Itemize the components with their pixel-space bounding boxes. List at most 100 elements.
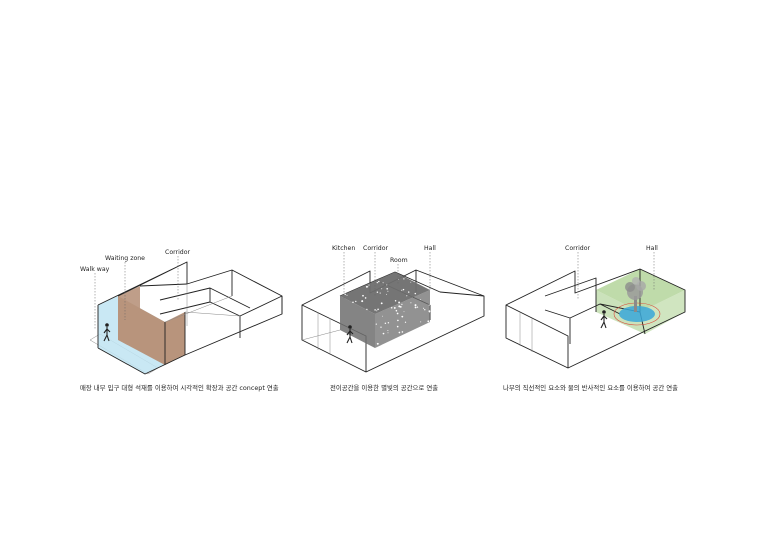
caption: 전이공간을 이용한 별빛의 공간으로 연출 <box>330 383 438 392</box>
star-dot <box>410 281 412 283</box>
star-dot <box>402 288 405 291</box>
star-dot <box>352 301 354 304</box>
star-dot <box>378 280 380 283</box>
star-dot <box>393 306 396 309</box>
star-dot <box>424 309 426 311</box>
caption: 나무의 직선적인 요소와 물의 반사적인 요소를 이용하여 공간 연출 <box>503 383 678 392</box>
inner-lines <box>519 312 533 352</box>
starlight-dots <box>344 278 431 345</box>
label-corridor: Corridor <box>363 245 389 252</box>
starlight-volume-front <box>340 296 375 348</box>
star-dot <box>344 293 346 296</box>
star-dot <box>387 330 389 331</box>
label-corridor: Corridor <box>165 249 191 256</box>
stone-wall-front <box>118 286 140 322</box>
person-icon <box>103 323 111 342</box>
star-dot <box>376 291 379 293</box>
star-dot <box>386 284 388 286</box>
star-dot <box>376 281 378 284</box>
star-dot <box>398 331 401 334</box>
star-dot <box>398 278 400 280</box>
building-outline <box>505 268 686 369</box>
star-dot <box>384 322 387 325</box>
star-dot <box>420 299 422 301</box>
star-dot <box>382 282 384 284</box>
star-dot <box>396 325 399 328</box>
person-icon <box>600 310 608 329</box>
garden-side <box>640 290 685 334</box>
star-dot <box>374 309 376 311</box>
star-dot <box>428 304 430 306</box>
star-dot <box>379 292 381 294</box>
star-dot <box>394 300 397 302</box>
star-dot <box>355 300 357 303</box>
star-dot <box>380 326 382 328</box>
star-dot <box>387 290 389 292</box>
label-waiting-zone: Waiting zone <box>105 255 145 262</box>
star-dot <box>423 307 425 309</box>
star-dot <box>387 332 389 334</box>
star-dot <box>395 309 398 312</box>
star-dot <box>375 323 377 325</box>
inner-lines <box>301 312 341 355</box>
star-dot <box>401 289 403 291</box>
star-dot <box>416 306 419 308</box>
label-hall: Hall <box>424 245 436 252</box>
star-dot <box>376 342 379 345</box>
star-dot <box>346 294 348 296</box>
star-dot <box>380 302 383 305</box>
star-dot <box>365 285 368 288</box>
star-dot <box>377 308 379 311</box>
starlight-volume-top <box>340 272 430 314</box>
star-dot <box>361 300 364 303</box>
star-dot <box>399 306 402 308</box>
corridor-walls <box>544 269 646 344</box>
star-dot <box>420 321 422 323</box>
star-dot <box>398 301 401 304</box>
star-dot <box>410 302 412 304</box>
label-room: Room <box>390 257 408 264</box>
star-dot <box>398 305 401 308</box>
star-dot <box>366 308 368 311</box>
star-dot <box>376 310 378 312</box>
inner-lines <box>164 284 241 326</box>
diagram-starlight-corridor: Kitchen Corridor Room Hall 전이공간을 이용한 별빛의… <box>301 245 485 392</box>
star-dot <box>390 306 393 309</box>
star-dot <box>368 284 370 286</box>
star-dot <box>386 293 388 295</box>
label-walk-way: Walk way <box>80 266 110 273</box>
star-dot <box>401 331 404 333</box>
tree-icon <box>625 277 646 312</box>
label-corridor: Corridor <box>565 245 591 252</box>
star-dot <box>429 311 430 313</box>
star-dot <box>364 297 367 299</box>
water-pool <box>619 306 655 322</box>
star-dot <box>362 294 364 297</box>
diagram-entrance-stone: Walk way Waiting zone Corridor 매장 내부 입구 … <box>80 249 283 392</box>
star-dot <box>381 288 383 290</box>
star-dot <box>397 319 399 322</box>
star-dot <box>401 303 403 306</box>
star-dot <box>401 315 404 318</box>
diagram-tree-water-hall: Corridor Hall 나무의 직선적인 요소와 물의 반사적인 요소를 이… <box>503 245 686 392</box>
star-dot <box>396 312 399 315</box>
star-dot <box>403 311 405 313</box>
star-dot <box>406 295 408 297</box>
star-dot <box>408 291 410 293</box>
star-dot <box>428 310 431 313</box>
star-dot <box>382 332 385 335</box>
star-dot <box>414 292 417 295</box>
label-hall: Hall <box>646 245 658 252</box>
star-dot <box>387 322 390 324</box>
star-dot <box>414 304 417 307</box>
label-kitchen: Kitchen <box>332 245 355 252</box>
caption: 매장 내부 입구 대형 석재를 이용하여 시각적인 확장과 공간 concept… <box>80 383 279 392</box>
star-dot <box>403 278 405 280</box>
star-dot <box>427 320 430 323</box>
star-dot <box>414 306 417 309</box>
star-dot <box>386 287 389 290</box>
person-icon <box>346 325 354 344</box>
star-dot <box>382 315 383 317</box>
star-dot <box>404 321 407 323</box>
